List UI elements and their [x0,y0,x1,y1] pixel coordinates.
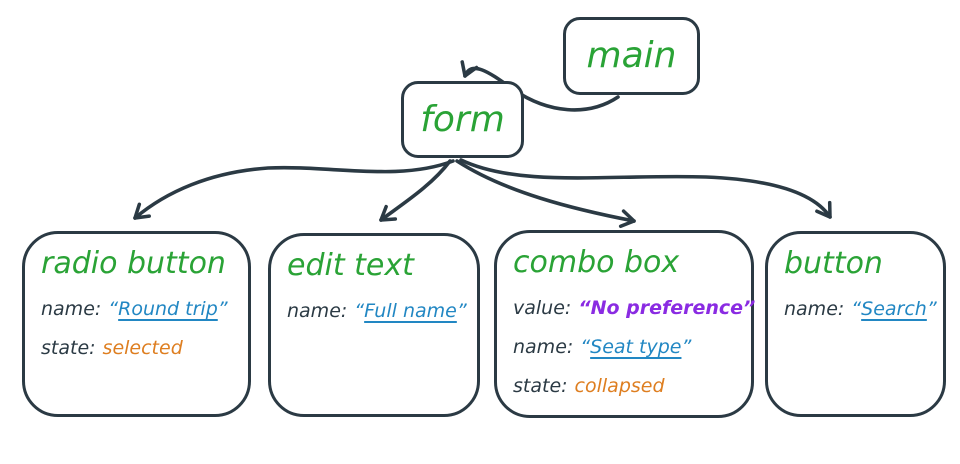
close-quote: ” [743,297,756,319]
property-row-name: name: “Round trip” [41,295,232,323]
property-key: state: [41,337,96,359]
node-radio-button-title: radio button [41,246,226,281]
node-button-title: button [784,246,883,281]
property-value-state: collapsed [574,375,665,397]
property-row-name: name: “Search” [784,295,937,323]
property-key: name: [287,300,348,322]
node-form: form [401,81,524,158]
arrow-form-to-radio-button [133,159,455,220]
property-value-value: No preference [590,297,744,319]
property-value-state: selected [102,337,183,359]
property-value-name: Seat type [590,336,682,358]
property-key: value: [513,297,572,319]
property-row-name: name: “Full name” [287,297,467,325]
node-combo-box: combo box value:“No preference” name:“Se… [494,230,755,418]
property-row-name: name: “Seat type” [513,333,735,361]
node-combo-box-title: combo box [513,245,680,280]
open-quote: “ [851,298,862,320]
node-button: button name: “Search” [765,231,946,417]
node-edit-text-title: edit text [287,248,414,283]
property-key: name: [513,336,574,358]
property-row-state: state: collapsed [513,372,735,400]
arrow-form-to-combo-box [455,159,636,229]
arrow-form-to-edit-text [379,159,452,222]
close-quote: ” [456,300,467,322]
open-quote: “ [580,336,591,358]
property-key: name: [784,298,845,320]
close-quote: ” [681,336,692,358]
node-radio-button: radio button name: “Round trip” state: sel… [22,231,251,417]
property-key: name: [41,298,102,320]
open-quote: “ [108,298,119,320]
close-quote: ” [926,298,937,320]
property-key: state: [513,375,568,397]
node-form-label: form [420,98,505,140]
property-row-state: state: selected [41,334,232,362]
node-edit-text: edit text name: “Full name” [268,233,480,417]
node-main-label: main [586,35,677,76]
property-value-name: Full name [364,300,457,322]
close-quote: ” [217,298,228,320]
open-quote: “ [578,297,591,319]
property-value-name: Round trip [118,298,218,320]
open-quote: “ [354,300,365,322]
arrow-form-to-button [459,158,832,219]
node-main: main [563,17,700,95]
property-row-value: value: “No preference” [513,294,755,322]
property-value-name: Search [861,298,927,320]
